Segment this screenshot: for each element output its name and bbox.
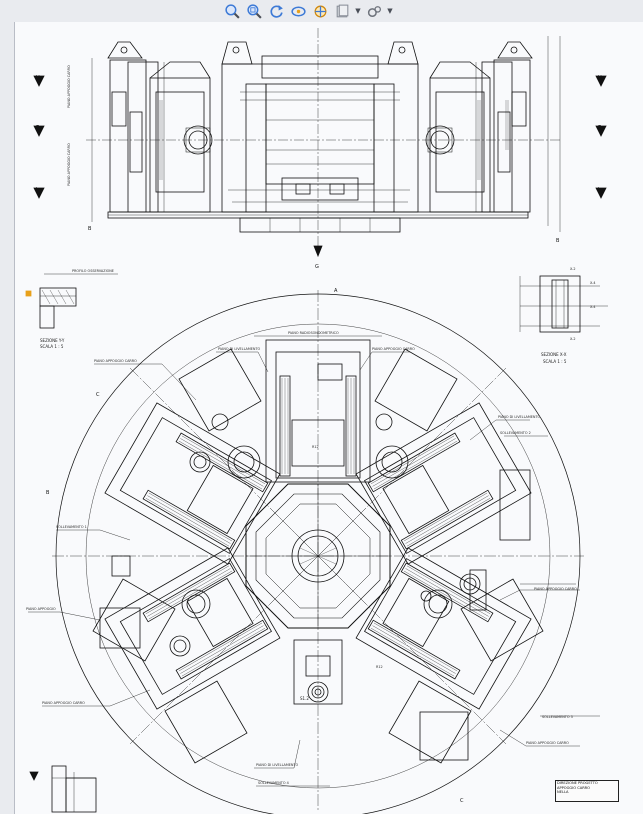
plan-label-bottom-2: SOLLEVAMENTO 4 bbox=[258, 781, 289, 785]
module-top bbox=[254, 335, 382, 483]
chevron-down-icon: ▼ bbox=[387, 7, 393, 15]
plan-label-bottom-1: PIANO DI LIVELLAMENTO bbox=[256, 763, 299, 767]
section-x-tag-1: X-2 bbox=[570, 267, 576, 271]
pan-view-icon bbox=[314, 5, 326, 17]
bores bbox=[169, 413, 481, 696]
plan-label-top-center: PIANO DI LIVELLAMENTO bbox=[218, 347, 261, 351]
zoom-area-button[interactable] bbox=[244, 2, 264, 21]
zoom-to-fit-button[interactable] bbox=[222, 2, 242, 21]
dim-r-a: R12 bbox=[312, 445, 319, 449]
section-y-note: PROFILO OSSERVAZIONE bbox=[72, 269, 114, 273]
module-bottom bbox=[293, 639, 343, 705]
section-x-title: SEZIONE X-X bbox=[541, 352, 567, 357]
plan-label-top-left: PIANO APPOGGIO CARRO bbox=[94, 359, 137, 363]
section-x-x-detail bbox=[519, 275, 608, 333]
section-x-tag-4: X-4 bbox=[590, 281, 596, 285]
dim-label-h-right: H bbox=[598, 75, 602, 81]
zoom-to-fit-icon bbox=[224, 3, 240, 19]
pan-view-button[interactable] bbox=[310, 2, 330, 21]
marker-c-bottom: C bbox=[460, 798, 464, 804]
dim-label-l-right: L bbox=[598, 187, 601, 193]
plan-label-left-2: PIANO APPOGGIO bbox=[26, 607, 56, 611]
plan-view bbox=[28, 290, 600, 814]
section-y-y-detail bbox=[25, 273, 118, 329]
rotate-view-icon bbox=[290, 6, 306, 16]
title-block: DIREZIONE PROGETTO APPOGGIO CARRO NELLA bbox=[555, 780, 619, 802]
zoom-area-icon bbox=[246, 3, 262, 19]
section-x-tag-3: X-4 bbox=[590, 305, 596, 309]
module-upper-right bbox=[355, 402, 532, 565]
view-settings-icon bbox=[367, 5, 381, 17]
plan-note-left-1: PIANO APPOGGIO CARRO bbox=[67, 65, 71, 108]
section-y-title: SEZIONE Y-Y bbox=[40, 338, 65, 343]
corner-blocks bbox=[92, 348, 544, 764]
section-marker-a: A bbox=[334, 288, 338, 294]
previous-view-icon bbox=[269, 4, 283, 18]
plan-label-right-4: SOLLEVAMENTO 3 bbox=[542, 715, 573, 719]
rotate-view-button[interactable] bbox=[288, 2, 308, 21]
display-style-icon bbox=[336, 4, 348, 17]
section-x-tag-2: X-2 bbox=[570, 337, 576, 341]
dim-label-b-left: B bbox=[88, 226, 92, 232]
leader-lines bbox=[28, 351, 600, 787]
view-settings-button[interactable] bbox=[364, 2, 384, 21]
plan-note-left-2: PIANO APPOGGIO CARRO bbox=[67, 143, 71, 186]
bottom-left-detail bbox=[29, 765, 97, 813]
drawing-sheet bbox=[14, 22, 643, 814]
dim-r-b: R12 bbox=[376, 665, 383, 669]
dim-label-e-left: E bbox=[36, 125, 39, 131]
section-x-scale: SCALA 1 : 5 bbox=[543, 359, 567, 364]
plan-label-right-5: PIANO APPOGGIO CARRO bbox=[526, 741, 569, 745]
dim-label-l-left: L bbox=[36, 187, 39, 193]
plan-label-right-3: PIANO APPOGGIO CARRO bbox=[534, 587, 577, 591]
view-settings-dropdown[interactable]: ▼ bbox=[386, 2, 394, 21]
plan-label-top: PIANO RADIOSONDOMETRICO bbox=[288, 331, 339, 335]
section-y-scale: SCALA 1 : 5 bbox=[40, 344, 64, 349]
drawing-labels: H H E E L L B B G PIANO APPOGGIO CARRO P… bbox=[26, 65, 602, 804]
dim-label-e-right: E bbox=[598, 125, 601, 131]
title-block-line-3: NELLA bbox=[557, 790, 569, 795]
plan-label-left-1: SOLLEVAMENTO 1 bbox=[56, 525, 87, 529]
dim-label-h-left: H bbox=[36, 75, 40, 81]
top-elevation-view bbox=[33, 28, 607, 258]
view-toolbar: ▼ ▼ bbox=[222, 1, 394, 21]
marker-b: B bbox=[46, 490, 50, 496]
previous-view-button[interactable] bbox=[266, 2, 286, 21]
bottom-module-tag: S1.2 bbox=[300, 696, 309, 701]
marker-c-top: C bbox=[96, 392, 100, 398]
display-style-dropdown[interactable]: ▼ bbox=[354, 2, 362, 21]
chevron-down-icon: ▼ bbox=[355, 7, 361, 15]
display-style-button[interactable] bbox=[332, 2, 352, 21]
title-block-line-2: APPOGGIO CARRO bbox=[557, 785, 591, 790]
module-lower-right bbox=[355, 547, 532, 710]
plan-label-right-1: PIANO DI LIVELLAMENTO bbox=[498, 415, 541, 419]
module-upper-left bbox=[104, 402, 281, 565]
plan-label-top-right: PIANO APPOGGIO CARRO bbox=[372, 347, 415, 351]
title-block-line-1: DIREZIONE PROGETTO bbox=[557, 781, 598, 785]
plan-label-left-3: PIANO APPOGGIO CARRO bbox=[42, 701, 85, 705]
dim-label-g: G bbox=[315, 264, 319, 270]
plan-label-right-2: SOLLEVAMENTO 2 bbox=[500, 431, 531, 435]
module-lower-left bbox=[104, 547, 281, 710]
dim-label-b-right: B bbox=[556, 238, 560, 244]
